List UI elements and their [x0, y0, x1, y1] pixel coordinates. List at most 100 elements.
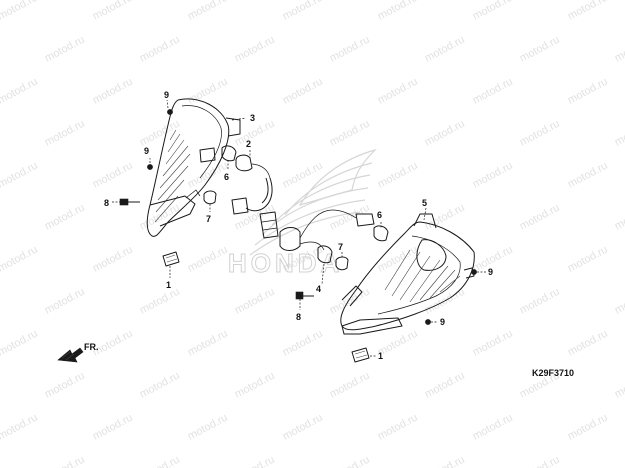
callout-c8b: 8	[296, 312, 301, 322]
watermark-text: motod.ru	[328, 454, 372, 468]
screw-9-middle	[147, 158, 153, 170]
watermark-text: motod.ru	[613, 286, 625, 317]
watermark-text: motod.ru	[281, 0, 325, 23]
screw-9-right-lower	[425, 319, 438, 325]
callout-c6b: 6	[377, 210, 382, 220]
watermark-text: motod.ru	[0, 76, 40, 107]
watermark-text: motod.ru	[281, 76, 325, 107]
watermark-text: motod.ru	[613, 118, 625, 149]
callout-c9c: 9	[488, 267, 493, 277]
callout-c8a: 8	[104, 198, 109, 208]
watermark-text: motod.ru	[471, 76, 515, 107]
diagram-code: K29F3710	[532, 368, 574, 378]
watermark-text: motod.ru	[138, 454, 182, 468]
watermark-text: motod.ru	[376, 76, 420, 107]
watermark-text: motod.ru	[138, 34, 182, 65]
watermark-text: motod.ru	[518, 118, 562, 149]
watermark-text: motod.ru	[186, 76, 230, 107]
watermark-text: motod.ru	[281, 412, 325, 443]
watermark-text: motod.ru	[138, 202, 182, 233]
bulb-6-right	[373, 222, 389, 242]
watermark-text: motod.ru	[0, 244, 40, 275]
callout-labels: 9 3 9 2 6 8 7 5 6 7 1 4 9 8 9 1	[104, 90, 493, 361]
watermark-text: motod.ru	[186, 412, 230, 443]
watermark-text: motod.ru	[186, 328, 230, 359]
callout-c4: 4	[316, 284, 321, 294]
watermark-text: motod.ru	[328, 286, 372, 317]
watermark-text: motod.ru	[138, 118, 182, 149]
watermark-text: motod.ru	[328, 370, 372, 401]
watermark-text: motod.ru	[566, 412, 610, 443]
watermark-text: motod.ru	[471, 0, 515, 23]
front-direction-arrow: FR.	[57, 342, 99, 363]
callout-c9b: 9	[144, 146, 149, 156]
watermark-text: motod.ru	[518, 202, 562, 233]
watermark-text: motod.ru	[566, 0, 610, 23]
watermark-text: motod.ru	[566, 160, 610, 191]
watermark-text: motod.ru	[91, 160, 135, 191]
watermark-text: motod.ru	[91, 0, 135, 23]
callout-c5: 5	[422, 198, 427, 208]
watermark-text: motod.ru	[43, 34, 87, 65]
watermark-text: motod.ru	[328, 118, 372, 149]
watermark-text: motod.ru	[43, 286, 87, 317]
callout-c1b: 1	[378, 351, 383, 361]
callout-c3: 3	[250, 113, 255, 123]
watermark-text: motod.ru	[423, 202, 467, 233]
watermark-text: motod.ru	[43, 370, 87, 401]
watermark-text: motod.ru	[423, 118, 467, 149]
watermark-text: motod.ru	[613, 454, 625, 468]
right-bulb-harness	[279, 209, 375, 285]
bolt-8-right	[295, 291, 314, 310]
watermark-text: motod.ru	[376, 0, 420, 23]
watermark-text: motod.ru	[566, 328, 610, 359]
left-bulb-harness	[231, 154, 279, 239]
callout-c6a: 6	[224, 172, 229, 182]
screw-9-right-upper	[471, 269, 486, 275]
watermark-text: motod.ru	[233, 454, 277, 468]
bulb-7-left	[203, 190, 217, 212]
watermark-text: motod.ru	[423, 34, 467, 65]
watermark-text: motod.ru	[91, 244, 135, 275]
watermark-text: motod.ru	[233, 286, 277, 317]
screw-9-upper	[166, 99, 173, 115]
watermark-text: motod.ru	[471, 328, 515, 359]
watermark-text: motod.ru	[281, 160, 325, 191]
socket-1-right	[351, 347, 376, 363]
socket-1-left	[162, 251, 180, 278]
watermark-text: motod.ru	[328, 34, 372, 65]
callout-c9a: 9	[164, 90, 169, 100]
watermark-text: motod.ru	[613, 34, 625, 65]
watermark-text: motod.ru	[233, 370, 277, 401]
callout-c2: 2	[246, 139, 251, 149]
watermark-text: motod.ru	[43, 202, 87, 233]
watermark-text: motod.ru	[138, 370, 182, 401]
watermark-text: motod.ru	[376, 412, 420, 443]
watermark-text: motod.ru	[186, 0, 230, 23]
bolt-8-left	[112, 198, 140, 206]
watermark-text: motod.ru	[0, 328, 40, 359]
honda-wordmark: HONDA	[228, 248, 343, 278]
watermark-text: motod.ru	[471, 412, 515, 443]
watermark-text: motod.ru	[423, 454, 467, 468]
callout-c9d: 9	[440, 317, 445, 327]
watermark-text: motod.ru	[471, 160, 515, 191]
watermark-text: motod.ru	[518, 34, 562, 65]
watermark-text: motod.ru	[43, 454, 87, 468]
callout-c7b: 7	[338, 242, 343, 252]
callout-c1a: 1	[166, 280, 171, 290]
watermark-text: motod.ru	[91, 412, 135, 443]
watermark-text: motod.ru	[138, 286, 182, 317]
right-winker-housing	[340, 213, 475, 335]
callout-c7a: 7	[206, 214, 211, 224]
watermark-text: motod.ru	[91, 76, 135, 107]
watermark-text: motod.ru	[0, 0, 40, 23]
watermark-text: motod.ru	[566, 76, 610, 107]
honda-wing-logo: HONDA	[228, 148, 378, 279]
watermark-text: motod.ru	[43, 118, 87, 149]
watermark-text: motod.ru	[613, 202, 625, 233]
watermark-text: motod.ru	[518, 286, 562, 317]
watermark-text: motod.ru	[281, 328, 325, 359]
